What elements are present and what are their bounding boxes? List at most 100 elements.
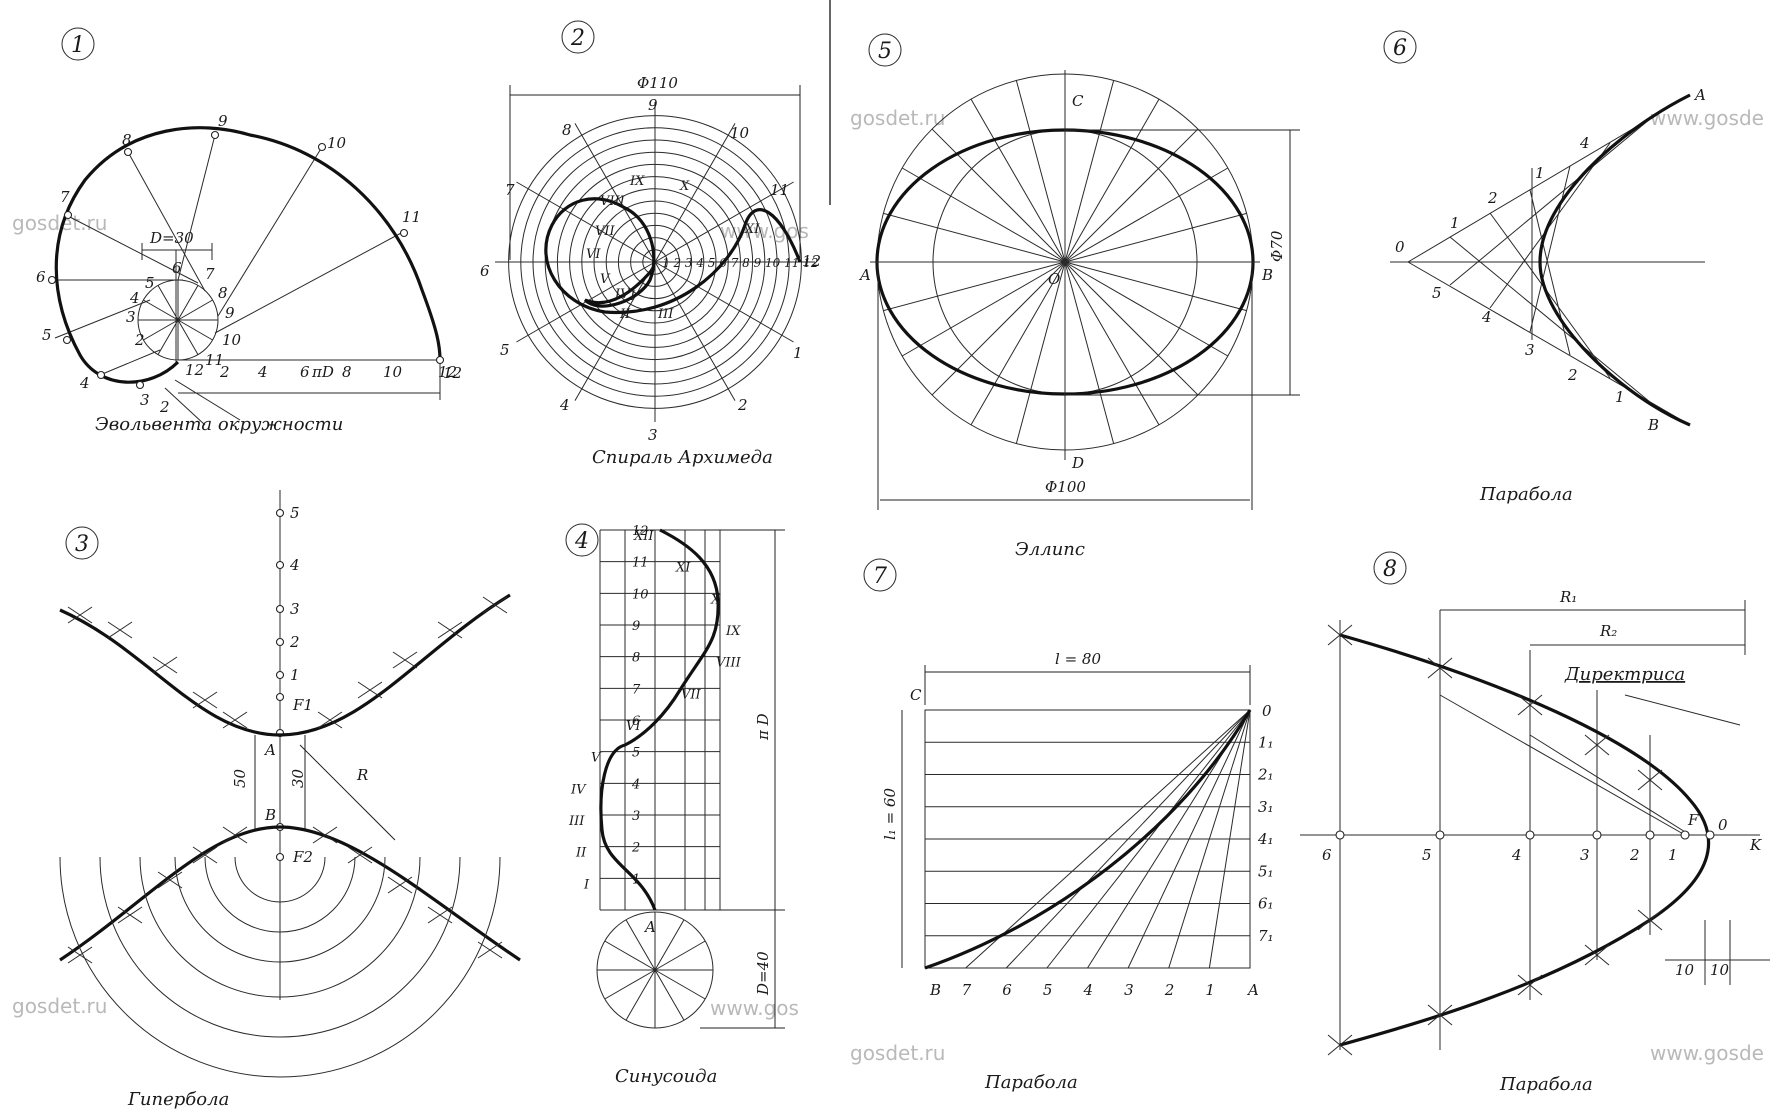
- grid-label: 2: [631, 841, 640, 856]
- grid-label: VI: [626, 719, 641, 734]
- ray-label: 11: [770, 181, 789, 199]
- grid-label: IV: [570, 782, 587, 797]
- panel-number: 1: [71, 33, 85, 58]
- spoke-line: [625, 969, 656, 1021]
- panel-parabola-focus: 8 6 5 4 3 2: [1300, 551, 1770, 1095]
- tick-mark: [67, 606, 93, 624]
- axis-points: [1335, 830, 1715, 840]
- panel-caption: Эвольвента окружности: [95, 414, 343, 435]
- ray-line: [654, 123, 736, 263]
- panel-number-badge: 4: [565, 523, 599, 557]
- ray-line: [654, 261, 736, 401]
- radial-line: [883, 212, 1066, 263]
- radial-line: [901, 167, 1066, 263]
- radial-line: [1064, 128, 1199, 263]
- point-label: 8: [122, 131, 132, 149]
- dimension-label: Φ70: [1268, 230, 1286, 262]
- tick-mark: [427, 906, 453, 924]
- construction-arcs: [59, 856, 501, 1078]
- panel-number: 8: [1383, 557, 1397, 582]
- point-label: C: [910, 686, 922, 704]
- point-label: 2: [1487, 189, 1498, 207]
- panel-involute: 1: [36, 27, 462, 435]
- spoke-line: [625, 919, 656, 971]
- scale-label: 12: [438, 363, 457, 381]
- point-label: I: [629, 289, 636, 304]
- point-label: 10: [327, 134, 347, 152]
- panel-caption: Спираль Архимеда: [592, 447, 773, 468]
- point-label: VIII: [600, 194, 626, 209]
- scale-label: 2: [219, 363, 230, 381]
- tangent-lines: [52, 134, 441, 426]
- division-label: 1: [1205, 981, 1215, 999]
- radial-line: [1015, 80, 1066, 263]
- radial-line: [1064, 261, 1247, 312]
- dimension-lines: [901, 665, 1251, 968]
- panel-number: 6: [1393, 36, 1407, 61]
- involute-curve: [54, 126, 442, 384]
- point-label: 6: [172, 259, 182, 277]
- point-label: 1: [1615, 388, 1625, 406]
- point-label: 0: [1262, 702, 1272, 720]
- tick-mark: [1327, 624, 1353, 646]
- point-label: 2: [289, 633, 300, 651]
- construction-grid: [599, 529, 721, 911]
- point-label: 4: [289, 556, 300, 574]
- point-label: O: [1048, 270, 1060, 288]
- tick-mark: [1637, 769, 1663, 791]
- tick-mark: [437, 621, 463, 639]
- point-label: 0: [1718, 816, 1728, 834]
- spoke-line: [604, 940, 656, 971]
- dimension-label: l = 80: [1055, 650, 1101, 668]
- point-label: IV: [614, 287, 631, 302]
- spoke-line: [177, 319, 199, 355]
- panel-archimedes-spiral: 2 Φ110 1 2 3 4 5 6 7 8 9 10 11 12 1 2 3 …: [480, 20, 821, 468]
- tick-mark: [192, 846, 218, 864]
- tick-mark: [1637, 909, 1663, 931]
- panel-number-badge: 8: [1373, 551, 1407, 585]
- tick-mark: [67, 946, 93, 964]
- radial-scale: 1 2 3 4 5 6 7 8 9 10 11 12: [662, 256, 818, 270]
- tick-mark: [347, 846, 373, 864]
- tick-mark: [1584, 734, 1610, 756]
- spoke-line: [143, 299, 179, 321]
- dimension-lines: [877, 129, 1300, 510]
- grid-label: VIII: [716, 656, 742, 671]
- grid-label: XI: [675, 561, 691, 576]
- involute-points: [47, 130, 445, 390]
- ray-label: 8: [562, 121, 572, 139]
- point-label: 10: [222, 331, 242, 349]
- point-label: 6: [1322, 846, 1332, 864]
- point-label: 5: [290, 504, 300, 522]
- grid-label: 8: [632, 651, 640, 666]
- division-label: 7: [962, 981, 972, 999]
- point-label: 6: [36, 268, 46, 286]
- dimension-label: D=40: [754, 951, 772, 996]
- panel-number-badge: 1: [61, 27, 95, 61]
- panel-caption: Синусоида: [615, 1066, 717, 1087]
- point-label: 4: [1579, 134, 1590, 152]
- diameter-label: Φ110: [637, 74, 678, 92]
- ray-label: 7: [505, 181, 515, 199]
- point-label: A: [1246, 981, 1259, 999]
- point-label: 4: [79, 374, 90, 392]
- scale-label: 8: [342, 363, 352, 381]
- point-label: B: [1261, 266, 1273, 284]
- panel-caption: Парабола: [1479, 484, 1573, 505]
- radial-line: [1064, 261, 1229, 357]
- grid-label: 3: [632, 809, 640, 824]
- division-label: 6₁: [1258, 895, 1274, 913]
- spoke-line: [654, 940, 706, 971]
- panel-parabola-rectangle: 7 l = 80 l₁ = 60 C 0 B A 71₁62₁53₁44₁35₁…: [863, 558, 1274, 1093]
- point-label: III: [657, 307, 674, 322]
- panel-sinusoid: 4 π D D=40 A 123456789101112IIIIIIIVVVIV…: [565, 523, 785, 1087]
- tick-mark: [312, 826, 338, 844]
- tick-mark: [357, 681, 383, 699]
- point-label: 5: [1422, 846, 1432, 864]
- panel-number-badge: 6: [1383, 30, 1417, 64]
- watermark: gosdet.ru: [850, 106, 945, 130]
- spoke-line: [143, 319, 179, 341]
- radial-line: [1064, 80, 1115, 263]
- tick-mark: [222, 826, 248, 844]
- intersection-marks: [1327, 624, 1663, 1056]
